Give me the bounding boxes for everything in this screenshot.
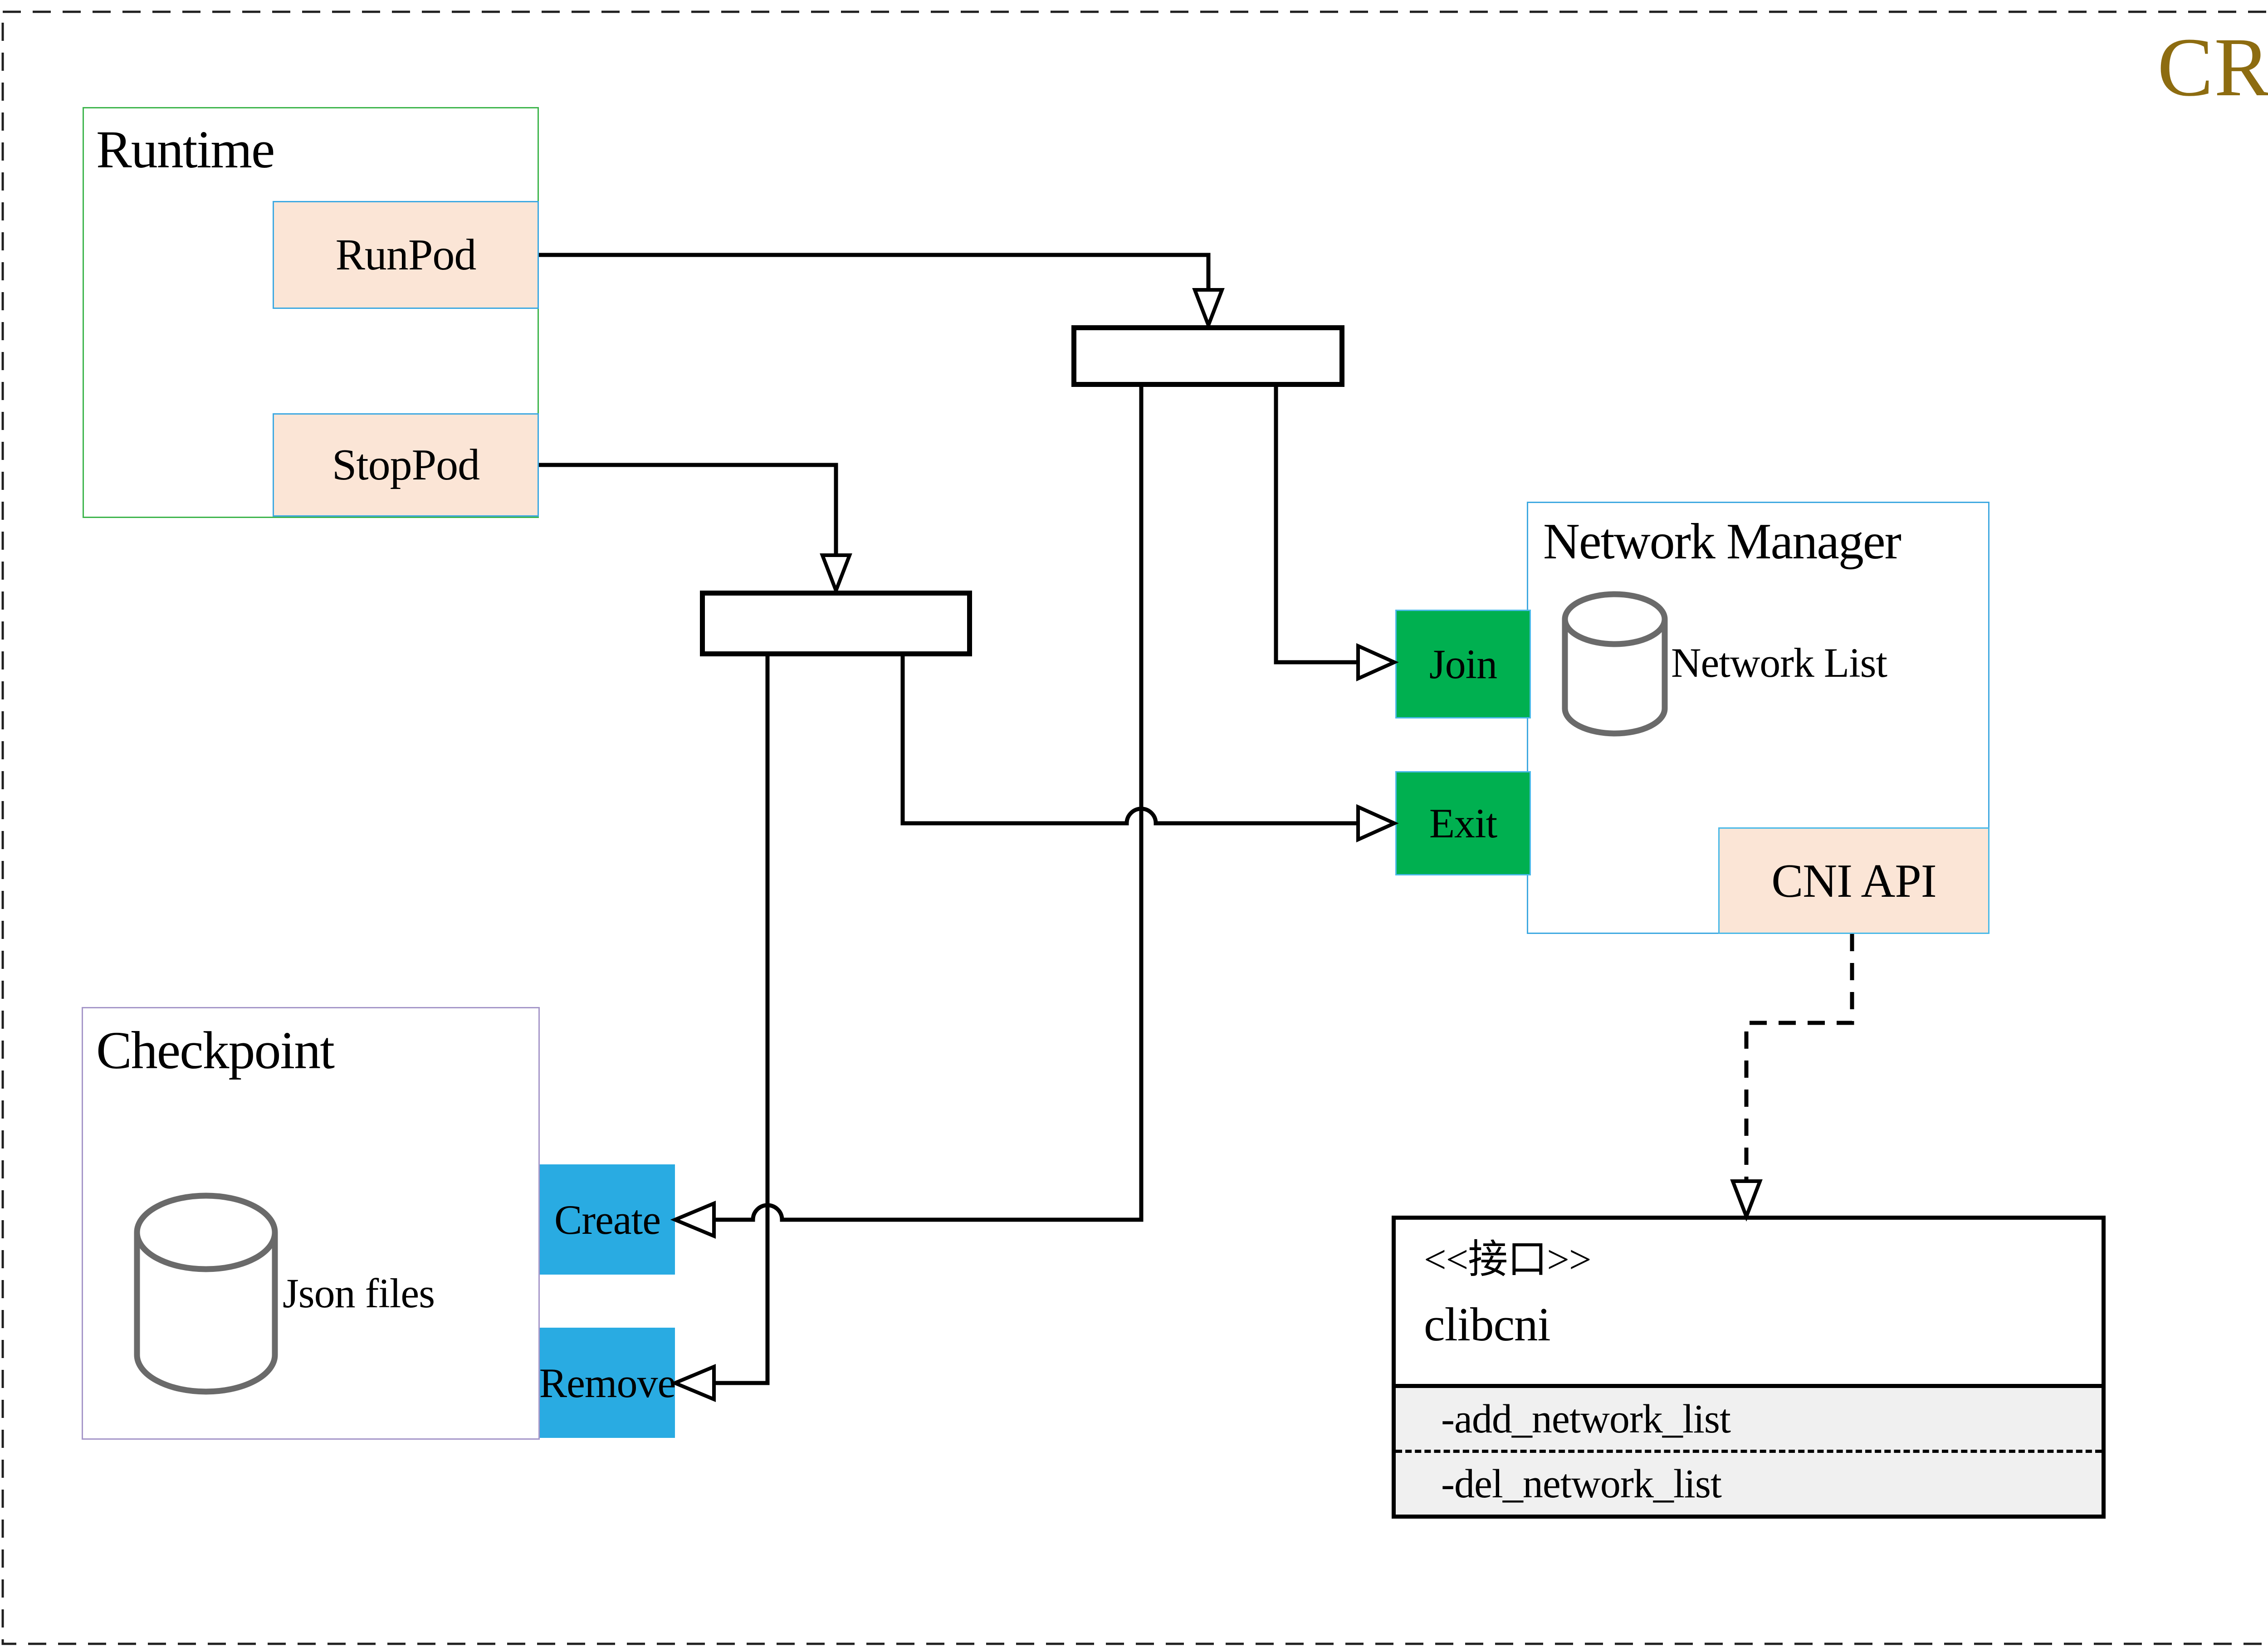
remove-label: Remove — [539, 1359, 676, 1406]
clibcni-methods-section: -add_network_list -del_network_list — [1396, 1384, 2102, 1515]
join-node: Join — [1395, 610, 1531, 718]
exit-label: Exit — [1429, 800, 1497, 846]
stoppod-node: StopPod — [273, 413, 539, 517]
open-arrowhead-down-icon — [820, 553, 852, 596]
arrow-dispatch-to-create — [670, 387, 1144, 1239]
dashed-dependency-cniapi-to-clibcni — [1730, 934, 1854, 1222]
open-arrowhead-left-icon — [670, 1364, 716, 1403]
clibcni-method-add: -add_network_list — [1441, 1396, 1731, 1442]
arrow-dispatch-to-remove — [670, 656, 770, 1403]
open-arrowhead-down-icon — [1192, 288, 1225, 331]
network-manager-title: Network Manager — [1543, 513, 1901, 570]
stoppod-dispatch-box — [700, 591, 972, 656]
runpod-node: RunPod — [273, 201, 539, 309]
arrow-stoppod-to-dispatch — [539, 463, 852, 596]
clibcni-method-del: -del_network_list — [1396, 1450, 2102, 1515]
checkpoint-group-title: Checkpoint — [96, 1021, 335, 1080]
diagram-title: CRI — [2157, 21, 2268, 114]
join-label: Join — [1429, 641, 1497, 687]
clibcni-stereotype: <<接口>> — [1424, 1238, 1592, 1282]
clibcni-interface-box: <<接口>> clibcni -add_network_list -del_ne… — [1392, 1216, 2106, 1519]
open-arrowhead-right-icon — [1356, 643, 1399, 682]
stoppod-label: StopPod — [332, 440, 480, 489]
create-label: Create — [554, 1196, 661, 1243]
open-arrowhead-down-icon — [1730, 1179, 1763, 1222]
arrow-runpod-to-dispatch — [539, 253, 1225, 331]
json-files-label: Json files — [283, 1270, 435, 1316]
open-arrowhead-left-icon — [670, 1200, 716, 1239]
cni-api-node: CNI API — [1718, 827, 1989, 934]
runpod-dispatch-box — [1071, 325, 1344, 387]
create-node: Create — [540, 1164, 675, 1275]
exit-node: Exit — [1395, 771, 1531, 875]
clibcni-name: clibcni — [1424, 1297, 1551, 1351]
runpod-label: RunPod — [335, 230, 477, 279]
arrow-dispatch-to-join — [1274, 387, 1399, 682]
runtime-group-title: Runtime — [96, 120, 275, 179]
clibcni-title-section: <<接口>> clibcni — [1396, 1220, 2102, 1384]
network-list-label: Network List — [1671, 640, 1887, 686]
cni-api-label: CNI API — [1771, 854, 1936, 907]
remove-node: Remove — [539, 1328, 676, 1438]
arrow-dispatch-to-exit — [900, 656, 1399, 843]
open-arrowhead-right-icon — [1356, 804, 1399, 843]
